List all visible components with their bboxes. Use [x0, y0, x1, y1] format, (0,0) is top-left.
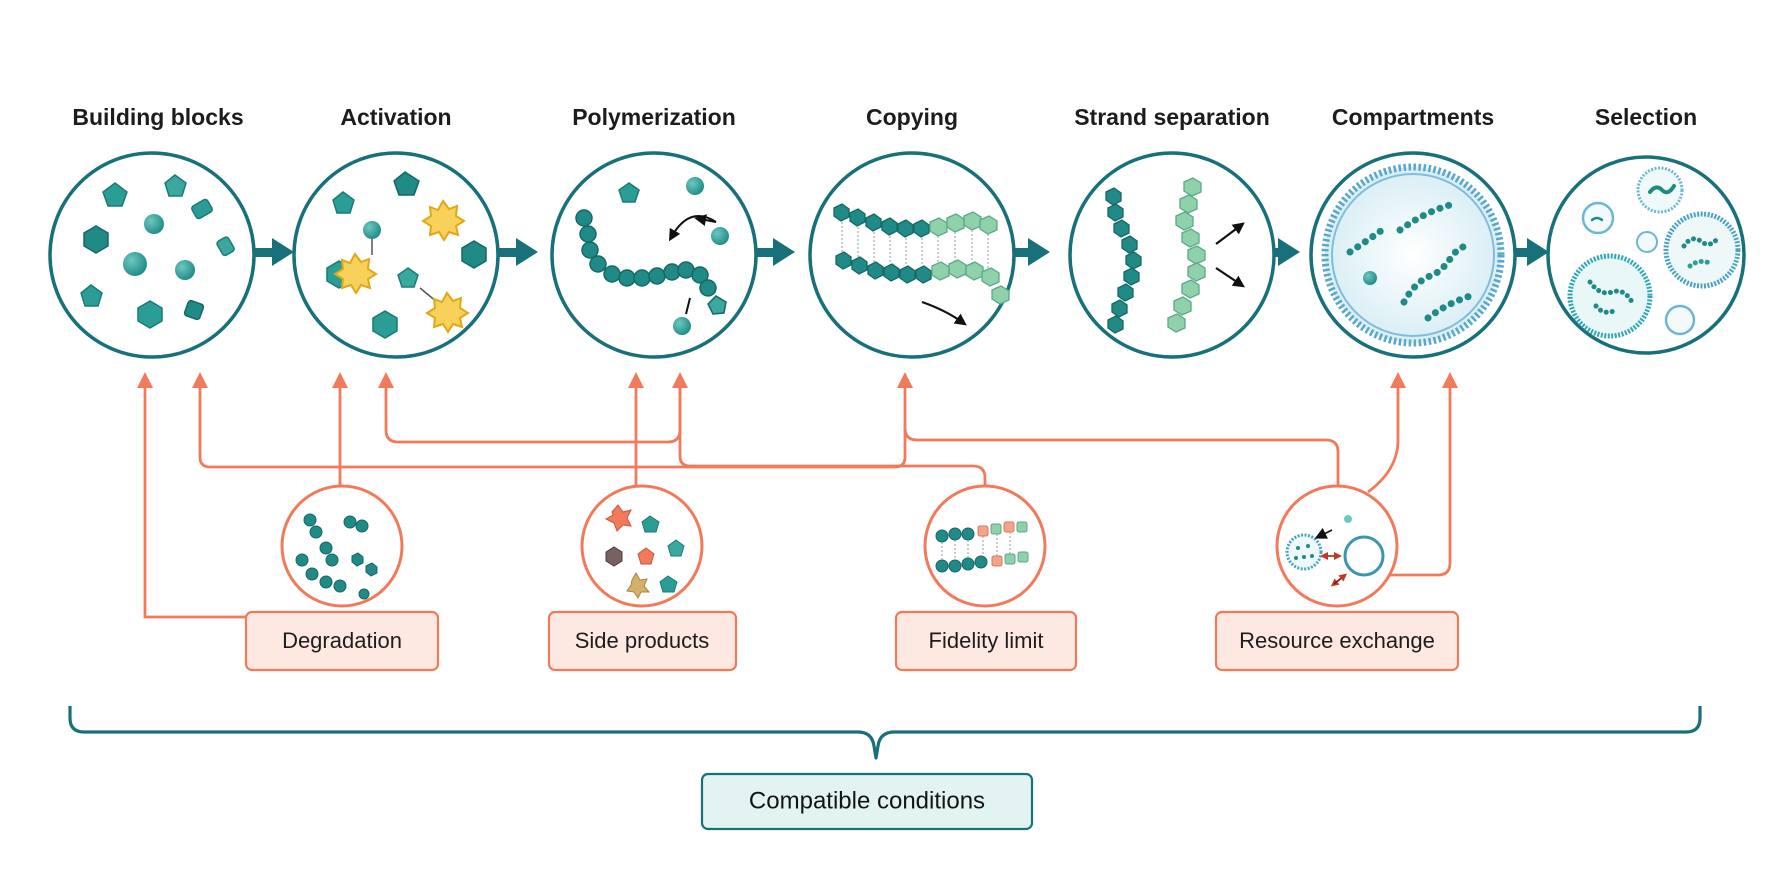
pipeline-arrow-1 [252, 238, 294, 266]
label-box [1214, 610, 1460, 672]
vesicle-inner-membrane [1331, 173, 1495, 337]
stage-polymerization [550, 151, 758, 359]
encapsulated-monomer-icon [1363, 271, 1377, 285]
template-strand-icon [833, 203, 930, 238]
label-resource-exchange: Resource exchange [1214, 610, 1460, 672]
addition-tick [685, 297, 691, 315]
pipeline-arrow-3 [753, 238, 795, 266]
conditions-brace [68, 706, 1702, 760]
constraint-side-products [580, 484, 704, 608]
degraded-fragments-icon [295, 513, 378, 600]
stage-title-building-blocks: Building blocks [72, 104, 243, 130]
stage-circle [550, 151, 758, 359]
separated-strand-light-icon [1167, 177, 1206, 333]
pipeline-arrow-6 [1507, 238, 1549, 266]
stage-title-activation: Activation [340, 104, 451, 130]
label-text: Resource exchange [1239, 628, 1435, 653]
stage-compartments [1309, 151, 1517, 359]
stage-copying [808, 151, 1016, 359]
constraint-connectors [137, 372, 1458, 619]
label-fidelity-limit: Fidelity limit [894, 610, 1078, 672]
activated-monomer-icons [326, 171, 487, 339]
monomer-icons [80, 174, 235, 329]
connector-resource-exchange-to-compartments-2 [1390, 372, 1458, 577]
label-text: Degradation [282, 628, 402, 653]
label-side-products: Side products [547, 610, 738, 672]
stage-selection [1546, 155, 1746, 355]
stage-activation [292, 151, 500, 359]
connector-degradation-to-building-blocks [137, 372, 246, 619]
separation-arrow-down-icon [1215, 267, 1245, 288]
separation-arrow-up-icon [1215, 222, 1245, 245]
separated-strand-dark-icon [1105, 187, 1142, 334]
mismatched-strand-icon [935, 521, 1029, 573]
pipeline-arrow-4 [1008, 238, 1050, 266]
label-box [894, 610, 1078, 672]
label-text: Fidelity limit [929, 628, 1044, 653]
connector-degradation-to-copying [340, 372, 913, 469]
stage-building-blocks [48, 151, 256, 359]
stage-title-compartments: Compartments [1332, 104, 1494, 130]
encapsulated-polymers-icon [1346, 201, 1474, 322]
addition-arrow-head [694, 214, 717, 227]
copy-strand-icon [929, 211, 998, 237]
connector-fidelity-limit-to-polymerization [672, 372, 987, 488]
connector-resource-exchange-to-copying [903, 427, 1340, 488]
conditions-label: Compatible conditions [749, 787, 985, 814]
constraint-fidelity-limit [923, 484, 1047, 608]
stage-title-strand-separation: Strand separation [1074, 104, 1270, 130]
copy-direction-arrow-icon [921, 300, 967, 326]
side-product-molecules-icon [604, 504, 685, 599]
pipeline-arrows [252, 238, 1549, 266]
vesicle-exchange-icon [1285, 515, 1385, 587]
stage-strand-separation [1068, 151, 1276, 359]
label-text: Side products [575, 628, 710, 653]
pipeline-arrow-2 [496, 238, 538, 266]
base-pair-lines [841, 222, 989, 272]
addition-arrow-icon [668, 215, 717, 242]
constraint-degradation [280, 484, 404, 608]
compatible-conditions: Compatible conditions [700, 772, 1034, 831]
free-monomer-icons [618, 177, 729, 335]
constraint-circle [923, 484, 1047, 608]
label-degradation: Degradation [244, 610, 440, 672]
lower-strand-icon [835, 251, 1010, 305]
stage-title-selection: Selection [1595, 104, 1697, 130]
stage-title-copying: Copying [866, 104, 958, 130]
label-box [244, 610, 440, 672]
constraint-resource-exchange [1275, 484, 1399, 608]
connector-degradation-long-line [192, 372, 340, 469]
competing-vesicles-icon [1567, 166, 1741, 339]
connector-resource-exchange-to-compartments-1 [1367, 372, 1406, 494]
label-box [547, 610, 738, 672]
conditions-box [700, 772, 1034, 831]
stage-title-polymerization: Polymerization [572, 104, 736, 130]
stage-circle [808, 151, 1016, 359]
polymer-chain-icon [575, 209, 727, 315]
